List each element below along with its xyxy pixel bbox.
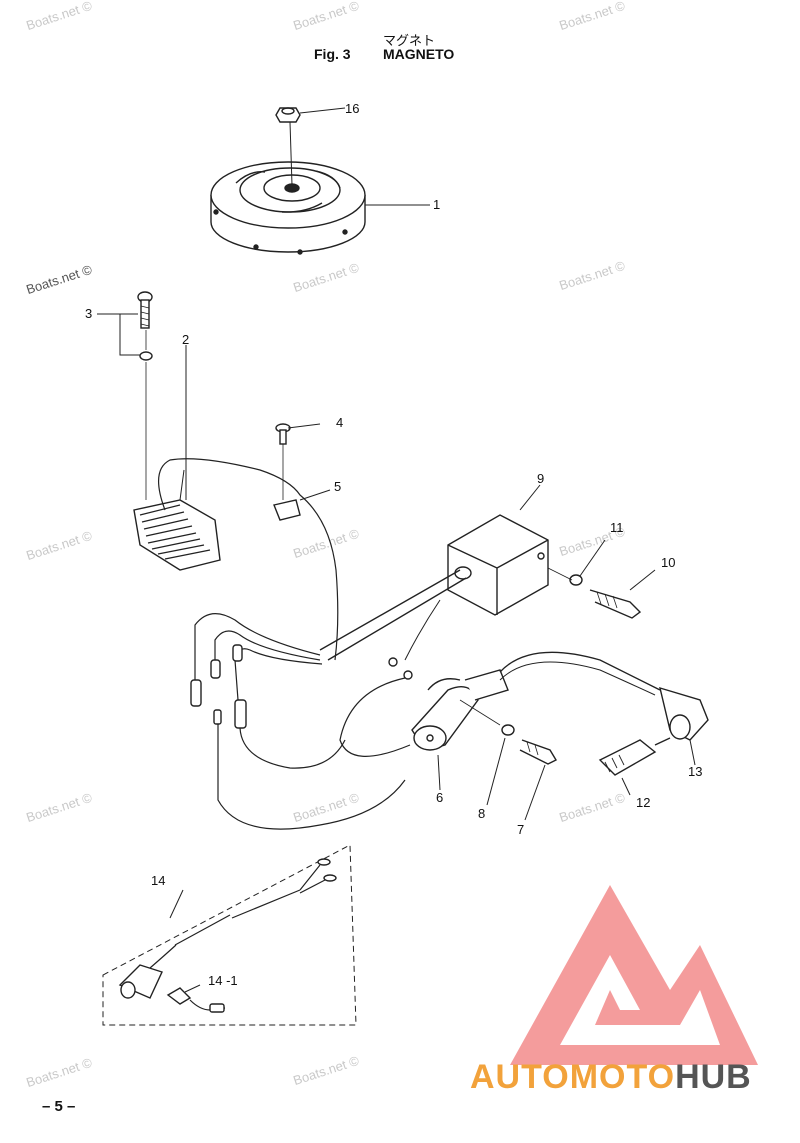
logo-mark	[510, 885, 758, 1065]
callout-7: 7	[517, 822, 524, 837]
ignition-coil	[339, 651, 661, 791]
charge-coil	[133, 345, 339, 661]
stop-switch-kit	[102, 844, 357, 1026]
spark-plug	[598, 686, 709, 796]
callout-14: 14	[151, 873, 165, 888]
callout-2: 2	[182, 332, 189, 347]
callout-9: 9	[537, 471, 544, 486]
figure-number: Fig. 3	[314, 46, 351, 62]
page-number: – 5 –	[42, 1098, 76, 1115]
callout-14-1: 14 -1	[208, 973, 238, 988]
washer-bolt	[547, 539, 656, 619]
flywheel	[210, 161, 366, 255]
callout-12: 12	[636, 795, 650, 810]
callout-1: 1	[433, 197, 440, 212]
callout-16: 16	[345, 101, 359, 116]
callout-labels: 1 2 3 4 5 6 7 8 9 10 11 12 13 14 14 -1 1…	[85, 101, 702, 988]
screw-washer	[97, 291, 153, 500]
cdi-unit	[319, 484, 549, 661]
figure-title: MAGNETO	[383, 46, 455, 62]
title-japanese: マグネト	[383, 33, 436, 48]
logo-part-b: HUB	[675, 1058, 752, 1096]
washer-bolt-lower	[459, 699, 557, 821]
callout-8: 8	[478, 806, 485, 821]
clamp-screw	[273, 423, 331, 521]
nut	[275, 107, 346, 186]
callout-3: 3	[85, 306, 92, 321]
wire-harness	[190, 613, 406, 830]
callout-4: 4	[336, 415, 343, 430]
logo-part-a: AUTOMOTO	[470, 1058, 676, 1096]
callout-6: 6	[436, 790, 443, 805]
logo-wordmark: AUTOMOTOHUB	[470, 1058, 752, 1097]
callout-10: 10	[661, 555, 675, 570]
callout-5: 5	[334, 479, 341, 494]
callout-11: 11	[610, 520, 624, 535]
callout-13: 13	[688, 764, 702, 779]
